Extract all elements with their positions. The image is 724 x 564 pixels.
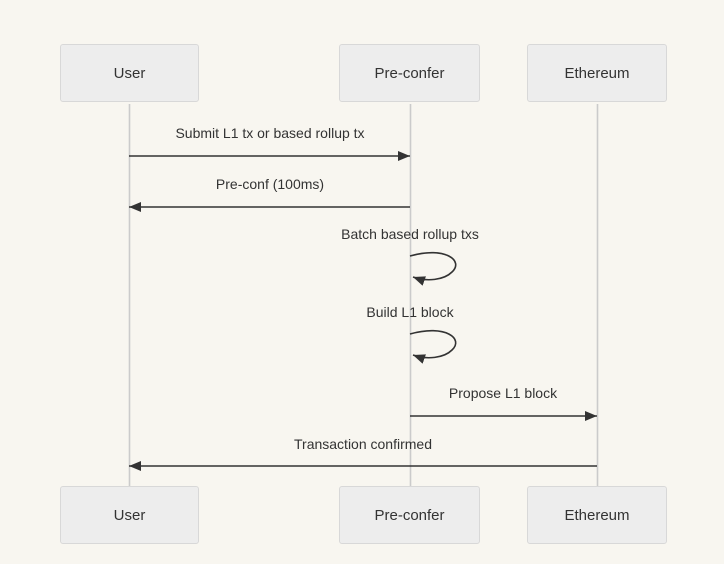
actor-box-ethereum-top: Ethereum <box>527 44 667 102</box>
message-label-submit-tx: Submit L1 tx or based rollup tx <box>175 125 365 141</box>
message-label-build: Build L1 block <box>366 304 454 320</box>
actor-label-ethereum: Ethereum <box>564 64 630 82</box>
actor-label-preconfer: Pre-confer <box>374 64 445 82</box>
message-label-propose: Propose L1 block <box>448 385 558 401</box>
actor-box-preconfer-top: Pre-confer <box>339 44 480 102</box>
actor-box-ethereum-bottom: Ethereum <box>527 486 667 544</box>
actor-box-preconfer-bottom: Pre-confer <box>339 486 480 544</box>
actor-label-user: User <box>113 64 146 82</box>
actor-label-ethereum-bottom: Ethereum <box>564 506 630 524</box>
actor-box-user-top: User <box>60 44 199 102</box>
self-loop-batch <box>409 251 457 286</box>
message-label-confirmed: Transaction confirmed <box>294 436 432 452</box>
message-label-batch: Batch based rollup txs <box>341 226 479 242</box>
actor-label-user-bottom: User <box>113 506 146 524</box>
actor-box-user-bottom: User <box>60 486 199 544</box>
self-loop-build <box>409 329 457 364</box>
actor-label-preconfer-bottom: Pre-confer <box>374 506 445 524</box>
message-label-preconf: Pre-conf (100ms) <box>215 176 325 192</box>
